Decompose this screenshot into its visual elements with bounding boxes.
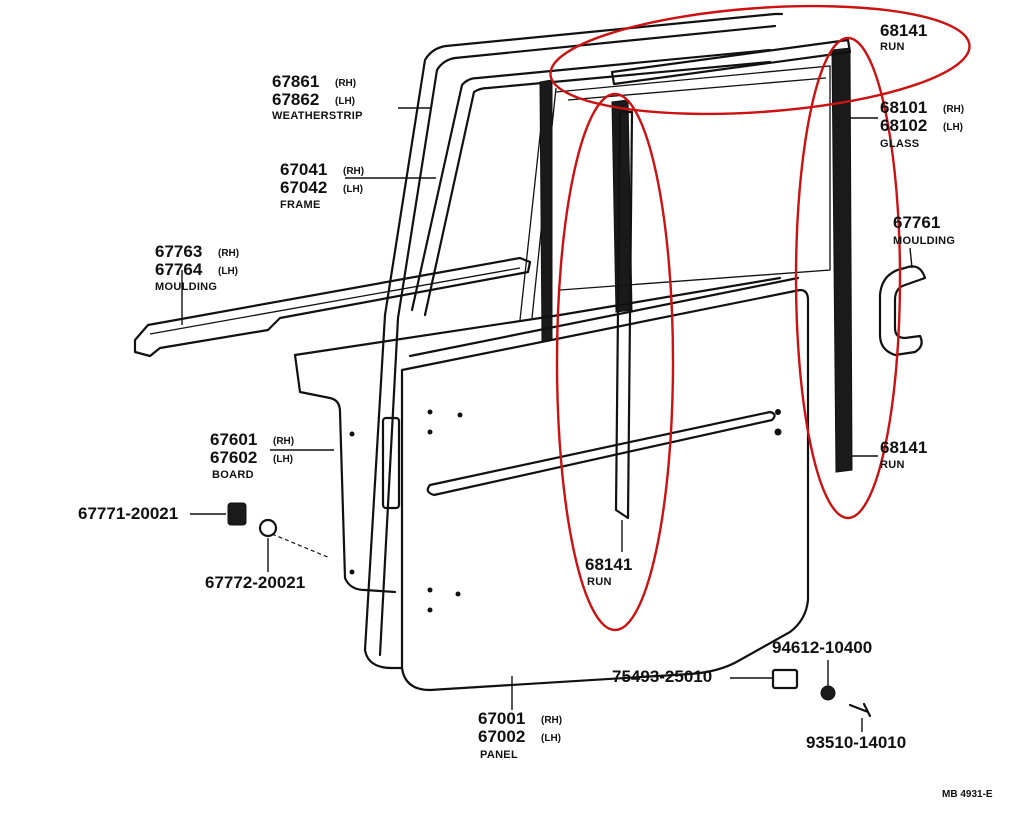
glass-drawing — [555, 65, 831, 291]
svg-text:MOULDING: MOULDING — [893, 235, 955, 247]
door-frame-drawing — [363, 12, 784, 670]
svg-text:MOULDING: MOULDING — [155, 281, 217, 293]
svg-text:(LH): (LH) — [943, 122, 963, 133]
svg-text:68141: 68141 — [585, 555, 632, 574]
svg-text:(LH): (LH) — [218, 266, 238, 277]
label-bumper: 75493-25010 — [612, 667, 712, 686]
weatherstrip-drawing — [410, 48, 772, 321]
svg-text:67763: 67763 — [155, 242, 202, 261]
leader-lines — [181, 107, 913, 732]
label-moulding-right: 67761 MOULDING — [893, 213, 955, 247]
window-run-drawing — [539, 38, 853, 520]
svg-text:(LH): (LH) — [335, 96, 355, 107]
figure-reference: MB 4931-E — [942, 789, 993, 800]
label-glass: 68101 (RH) 68102 (LH) GLASS — [880, 98, 964, 150]
svg-text:(RH): (RH) — [343, 166, 364, 177]
panel-drawing — [400, 276, 810, 692]
highlight-top-run — [549, 4, 971, 116]
svg-text:FRAME: FRAME — [280, 199, 321, 211]
label-nut: 94612-10400 — [772, 638, 872, 657]
moulding-right-drawing — [878, 265, 927, 357]
svg-text:(LH): (LH) — [541, 733, 561, 744]
svg-text:(RH): (RH) — [541, 715, 562, 726]
svg-text:68101: 68101 — [880, 98, 927, 117]
label-panel: 67001 (RH) 67002 (LH) PANEL — [478, 709, 562, 761]
svg-text:67001: 67001 — [478, 709, 525, 728]
highlight-marks — [549, 4, 971, 632]
label-moulding-left: 67763 (RH) 67764 (LH) MOULDING — [155, 242, 239, 293]
svg-text:67601: 67601 — [210, 430, 257, 449]
svg-text:(RH): (RH) — [218, 248, 239, 259]
svg-text:(RH): (RH) — [273, 436, 294, 447]
svg-text:68102: 68102 — [880, 116, 927, 135]
label-retainer: 67772-20021 — [205, 573, 305, 592]
svg-text:67761: 67761 — [893, 213, 940, 232]
svg-text:(LH): (LH) — [343, 184, 363, 195]
svg-text:68141: 68141 — [880, 21, 927, 40]
svg-text:(RH): (RH) — [335, 78, 356, 89]
label-screw: 93510-14010 — [806, 733, 906, 752]
svg-text:67861: 67861 — [272, 72, 319, 91]
label-run-right: 68141 RUN — [880, 438, 927, 471]
hardware-drawing — [227, 502, 872, 718]
svg-text:(RH): (RH) — [943, 104, 964, 115]
svg-text:RUN: RUN — [880, 41, 905, 53]
label-run-top: 68141 RUN — [880, 21, 927, 53]
svg-text:GLASS: GLASS — [880, 138, 919, 150]
svg-text:67764: 67764 — [155, 260, 203, 279]
svg-text:PANEL: PANEL — [480, 749, 518, 761]
svg-text:67602: 67602 — [210, 448, 257, 467]
moulding-left-drawing — [133, 256, 532, 358]
svg-text:67862: 67862 — [272, 90, 319, 109]
label-board: 67601 (RH) 67602 (LH) BOARD — [210, 430, 294, 481]
highlight-center-run — [555, 92, 675, 632]
svg-text:RUN: RUN — [587, 576, 612, 588]
svg-text:RUN: RUN — [880, 459, 905, 471]
svg-text:68141: 68141 — [880, 438, 927, 457]
highlight-right-run — [794, 36, 902, 520]
svg-text:BOARD: BOARD — [212, 469, 254, 481]
board-drawing — [293, 276, 782, 594]
label-frame: 67041 (RH) 67042 (LH) FRAME — [280, 160, 364, 211]
label-run-center: 68141 RUN — [585, 555, 632, 588]
label-clip: 67771-20021 — [78, 504, 178, 523]
label-weatherstrip: 67861 (RH) 67862 (LH) WEATHERSTRIP — [272, 72, 363, 122]
svg-text:67042: 67042 — [280, 178, 327, 197]
svg-text:67041: 67041 — [280, 160, 327, 179]
svg-text:67002: 67002 — [478, 727, 525, 746]
svg-text:WEATHERSTRIP: WEATHERSTRIP — [272, 110, 363, 122]
svg-text:(LH): (LH) — [273, 454, 293, 465]
